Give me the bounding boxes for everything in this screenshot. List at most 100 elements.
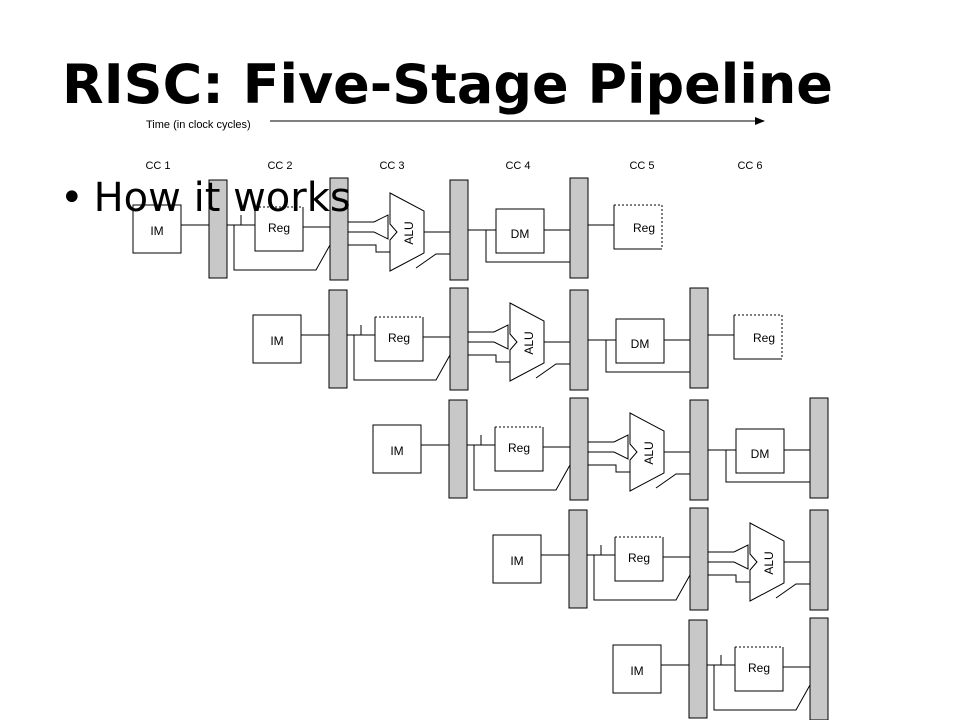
dm-label: DM: [511, 227, 530, 241]
if-id-pipeline-register: [688, 619, 708, 719]
alu-block: [389, 192, 425, 272]
mem-wb-pipeline-register: [689, 287, 709, 389]
im-label: IM: [390, 444, 403, 458]
clock-cycle-labels: CC 1 CC 2 CC 3 CC 4 CC 5 CC 6: [145, 160, 762, 172]
slide-title: RISC: Five-Stage Pipeline: [62, 53, 833, 116]
bullet-item: •How it works: [60, 178, 351, 218]
alu-label: ALU: [402, 221, 416, 244]
reg-write-dotted-edge: [614, 204, 663, 249]
alu-label: ALU: [642, 441, 656, 464]
reg-read-solid-edge: [614, 537, 664, 582]
alu-block: [629, 412, 665, 492]
reg-read-label: Reg: [268, 221, 290, 235]
reg-read-label: Reg: [388, 331, 410, 345]
dm-block: [495, 208, 545, 254]
id-ex-pipeline-register: [689, 507, 709, 611]
reg-read-label: Reg: [628, 551, 650, 565]
alu-second-operand-wire: [708, 574, 750, 583]
reg-read-label: Reg: [748, 661, 770, 675]
alu-second-operand-wire: [468, 354, 510, 363]
alu-label: ALU: [522, 331, 536, 354]
if-id-pipeline-register: [448, 399, 468, 499]
alu-bypass-wire: [535, 363, 570, 379]
ifid-bypass-wire: [593, 555, 691, 601]
bullet-text: How it works: [93, 175, 351, 221]
alu-block: [749, 522, 785, 602]
reg-input-wire: [720, 655, 735, 666]
id-ex-pipeline-register: [449, 287, 469, 391]
clock-cycle-label-6: CC 6: [737, 160, 762, 172]
id-ex-pipeline-register: [329, 177, 349, 281]
instruction-row-5: IM Reg: [612, 617, 829, 720]
ex-mem-pipeline-register: [809, 509, 829, 611]
im-block: [132, 204, 182, 254]
im-block: [612, 644, 662, 694]
if-id-pipeline-register: [568, 509, 588, 609]
alu-input-arrow: [588, 434, 629, 460]
reg-input-wire: [360, 325, 375, 336]
instruction-row-1: IM Reg ALU DM Reg: [132, 177, 663, 281]
reg-write-solid-edge: [613, 205, 662, 250]
clock-cycle-label-2: CC 2: [267, 160, 292, 172]
mem-wb-pipeline-register: [569, 177, 589, 279]
reg-read-solid-edge: [374, 317, 424, 362]
if-id-pipeline-register: [328, 289, 348, 389]
time-axis-label: Time (in clock cycles): [146, 119, 251, 131]
alu-bypass-wire: [655, 473, 690, 489]
alu-second-operand-wire: [588, 464, 630, 473]
im-block: [492, 534, 542, 584]
alu-label: ALU: [762, 551, 776, 574]
im-label: IM: [150, 224, 163, 238]
alu-second-operand-wire: [348, 244, 390, 253]
im-block: [252, 314, 302, 364]
reg-write-dotted-edge: [734, 314, 783, 359]
reg-input-wire: [600, 545, 615, 556]
mem-bypass-wire: [485, 230, 570, 263]
clock-cycle-label-3: CC 3: [379, 160, 404, 172]
ifid-bypass-wire: [233, 225, 331, 271]
dm-label: DM: [751, 447, 770, 461]
id-ex-pipeline-register: [809, 617, 829, 720]
clock-cycle-label-5: CC 5: [629, 160, 654, 172]
ex-mem-pipeline-register: [569, 289, 589, 391]
alu-input-arrow: [468, 324, 509, 350]
ifid-bypass-wire: [473, 445, 571, 491]
if-id-pipeline-register: [208, 179, 228, 279]
mem-bypass-wire: [725, 450, 810, 483]
reg-read-solid-edge: [254, 207, 304, 252]
ex-mem-pipeline-register: [449, 179, 469, 281]
alu-block: [509, 302, 545, 382]
reg-input-wire: [480, 435, 495, 446]
mem-wb-pipeline-register: [809, 397, 829, 499]
alu-bypass-wire: [415, 253, 450, 269]
reg-read-solid-edge: [494, 427, 544, 472]
alu-input-arrow: [348, 214, 389, 240]
mem-bypass-wire: [605, 340, 690, 373]
reg-write-label: Reg: [633, 221, 655, 235]
reg-read-solid-edge: [734, 647, 784, 692]
bullet-dot-icon: •: [60, 175, 84, 221]
dm-block: [735, 428, 785, 474]
clock-cycle-label-4: CC 4: [505, 160, 530, 172]
reg-input-wire: [240, 215, 255, 226]
clock-cycle-label-1: CC 1: [145, 160, 170, 172]
ifid-bypass-wire: [713, 665, 811, 711]
reg-read-label: Reg: [508, 441, 530, 455]
instruction-row-2: IM Reg ALU DM Reg: [252, 287, 783, 391]
im-label: IM: [270, 334, 283, 348]
instruction-row-3: IM Reg ALU DM: [372, 397, 829, 501]
reg-write-label: Reg: [753, 331, 775, 345]
instruction-row-4: IM Reg ALU: [492, 507, 829, 611]
dm-block: [615, 318, 665, 364]
reg-write-solid-edge: [733, 315, 782, 360]
im-label: IM: [630, 664, 643, 678]
id-ex-pipeline-register: [569, 397, 589, 501]
alu-input-arrow: [708, 544, 749, 570]
ex-mem-pipeline-register: [689, 399, 709, 501]
dm-label: DM: [631, 337, 650, 351]
alu-bypass-wire: [775, 583, 810, 599]
im-label: IM: [510, 554, 523, 568]
im-block: [372, 424, 422, 474]
